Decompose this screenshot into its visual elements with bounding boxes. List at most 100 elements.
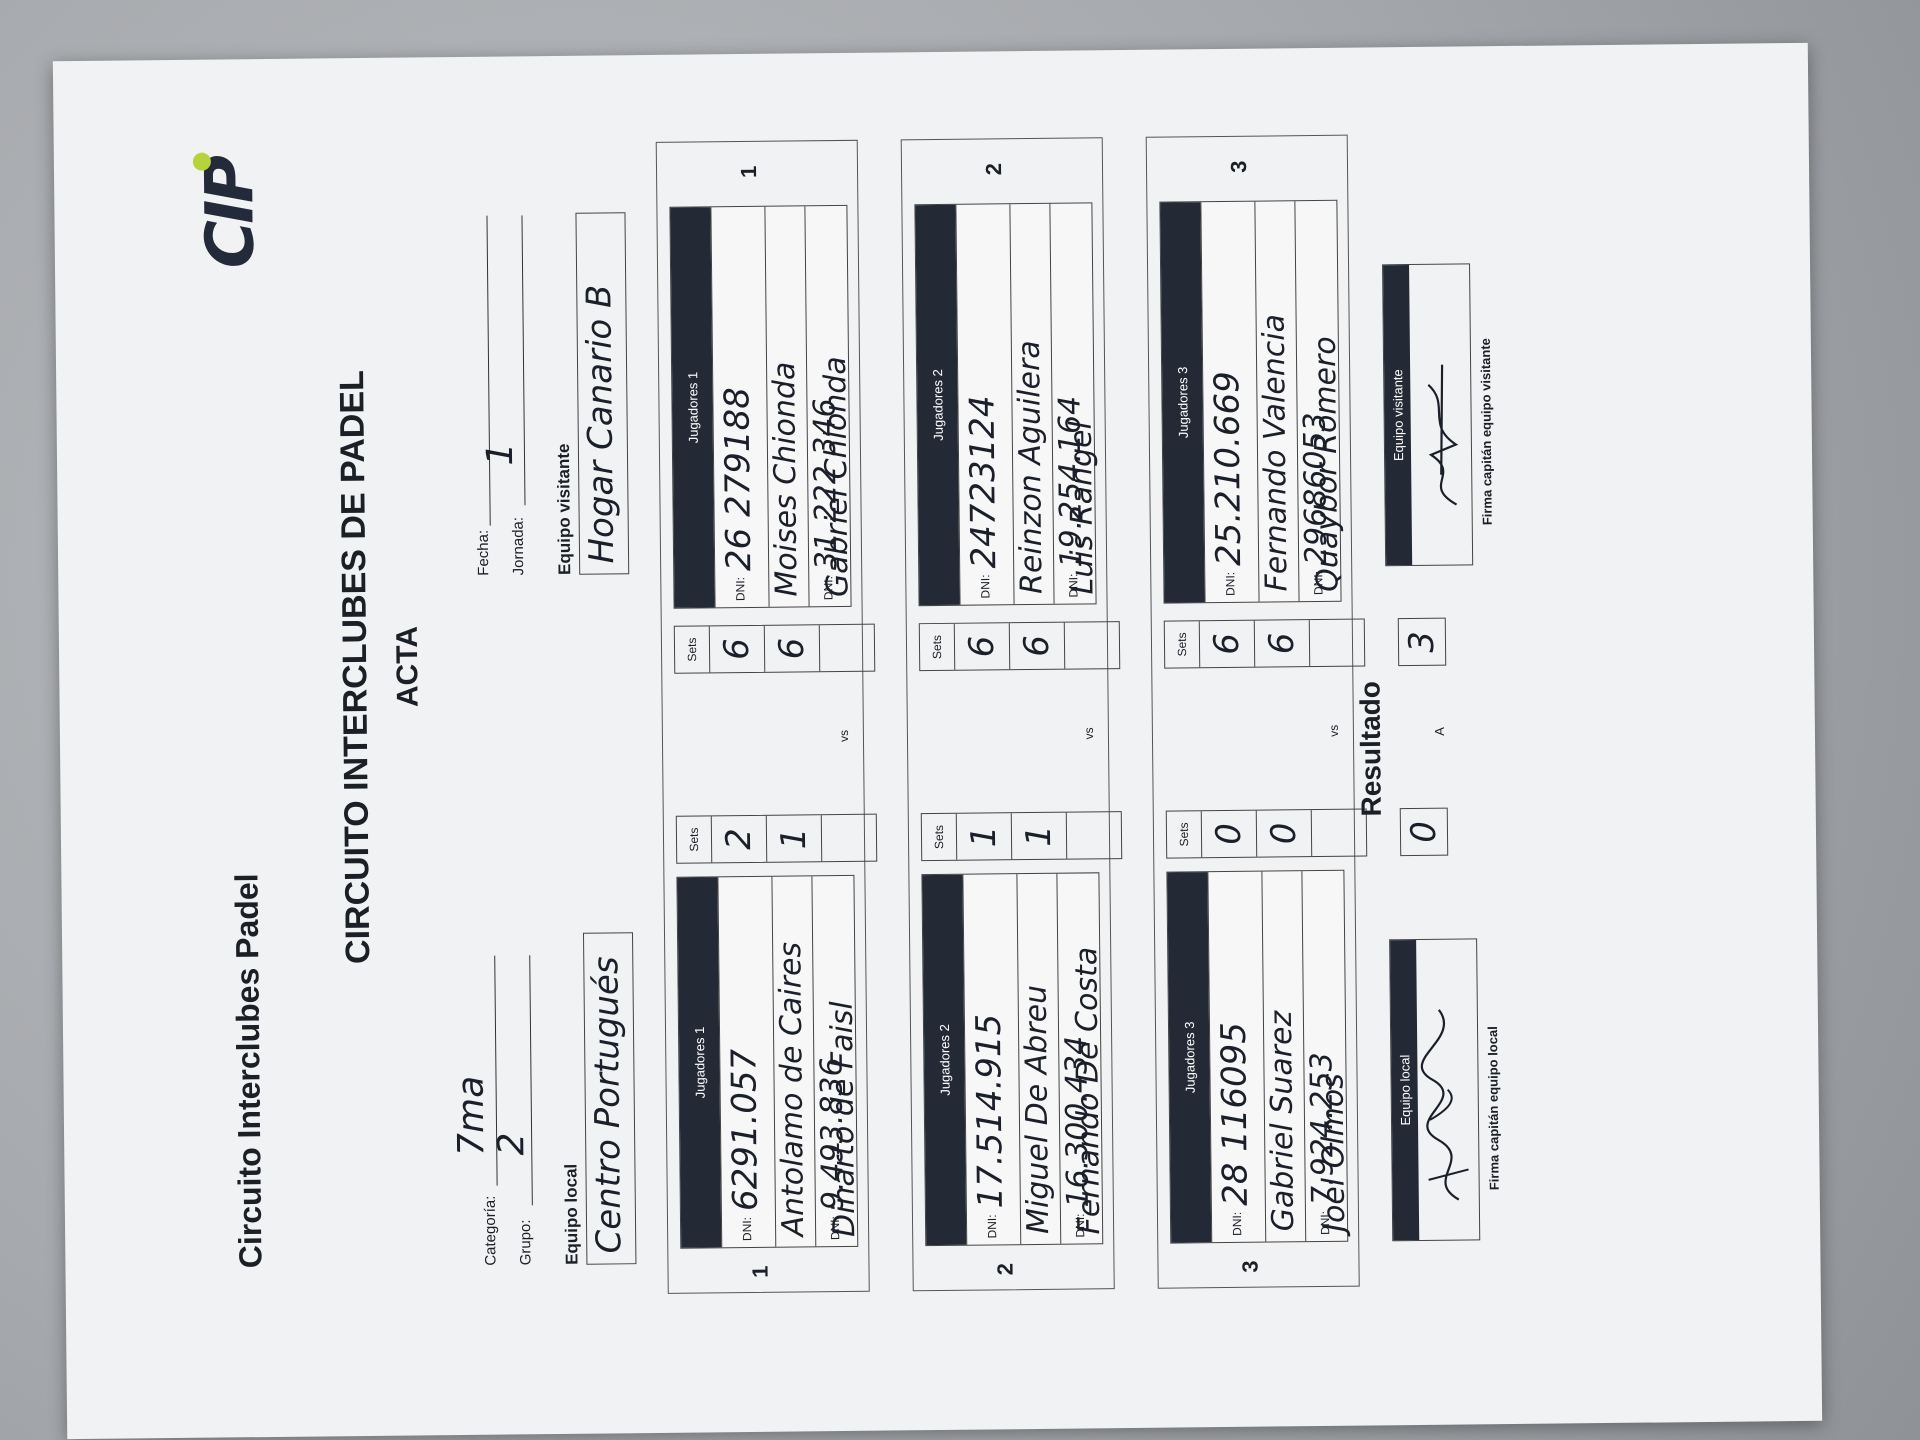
org-title: Circuito Interclubes Padel (228, 873, 269, 1269)
player-row: DNI: 6291.057 (717, 876, 777, 1248)
result-title: Resultado (1354, 680, 1387, 817)
player-name: Luis Rangel (1063, 420, 1101, 595)
player-dni: 26 279188 (717, 386, 760, 572)
cip-logo: CIP (191, 148, 282, 269)
set-score: 1 (1011, 812, 1068, 860)
visitante-signature-box: Equipo visitante (1382, 263, 1474, 567)
local-signature-scribble (1420, 1009, 1469, 1201)
grupo-label: Grupo: (516, 1219, 535, 1266)
grupo-value: 2 (491, 1132, 533, 1156)
categoria-value: 7ma (450, 1075, 493, 1157)
player-row: Antolamo de Caires (771, 876, 817, 1247)
visitante-team-value: Hogar Canario B (579, 284, 623, 564)
player-name: Gabriel Chionda (817, 356, 856, 598)
match-3-number-right: 3 (1225, 160, 1252, 173)
set-score: 2 (711, 815, 768, 863)
local-signature-box: Equipo local (1389, 938, 1481, 1242)
acta-form: Circuito Interclubes Padel CIP CIRCUITO … (80, 82, 1794, 1400)
set-score: 0 (1201, 810, 1258, 858)
set-score (820, 625, 874, 672)
sets-header: Sets (676, 816, 713, 863)
player-row: Reinzon Aguilera (1009, 203, 1055, 605)
players-header: Jugadores 2 (922, 874, 967, 1246)
player-row: Gabriel Suarez (1261, 871, 1307, 1242)
player-name: Fernando Valencia (1256, 313, 1295, 592)
set-score (1310, 620, 1364, 667)
player-dni: 24723124 (962, 395, 1005, 569)
visitante-signature-header: Equipo visitante (1383, 265, 1413, 566)
match-1-number-right: 1 (735, 165, 762, 179)
form-subtitle: ACTA (390, 625, 425, 708)
player-dni: 17.514.915 (968, 1013, 1011, 1209)
dni-label: DNI: (739, 1216, 755, 1242)
sets-header: Sets (921, 813, 958, 861)
padel-ball-icon (192, 152, 211, 171)
player-name: Quaybor Romero (1307, 336, 1346, 593)
set-score: 1 (766, 815, 823, 862)
match-2-local-sets: Sets 1 1 (920, 811, 1123, 862)
local-signature-header: Equipo local (1390, 939, 1420, 1241)
categoria-label: Categoría: (481, 1195, 500, 1266)
sets-header: Sets (1164, 621, 1201, 668)
match-3-visitante-sets: Sets 6 6 (1163, 618, 1366, 669)
local-total-score: 0 (1399, 807, 1449, 857)
grupo-line (529, 955, 533, 1206)
paper-sheet: Circuito Interclubes Padel CIP CIRCUITO … (52, 42, 1823, 1440)
match-2-number: 2 (992, 1262, 1018, 1276)
match-1-number: 1 (747, 1265, 773, 1279)
set-score (1065, 622, 1119, 669)
set-score: 6 (764, 625, 821, 672)
match-2-number-right: 2 (980, 163, 1007, 176)
local-team-label: Equipo local (561, 1163, 582, 1265)
player-name: Joel Olmos (1315, 1073, 1353, 1233)
dni-label: DNI: (978, 574, 993, 599)
fecha-line (486, 215, 491, 526)
fecha-label: Fecha: (474, 529, 493, 576)
player-name: Gabriel Suarez (1263, 1010, 1302, 1232)
set-score: 1 (956, 813, 1013, 860)
player-dni: 6291.057 (724, 1048, 766, 1212)
visitante-signature-caption: Firma capitán equipo visitante (1477, 338, 1495, 526)
match-1-local-sets: Sets 2 1 (675, 813, 878, 864)
dni-label: DNI: (733, 576, 748, 602)
player-dni: 28 116095 (1213, 1021, 1256, 1207)
local-team-value: Centro Portugués (586, 956, 630, 1254)
vs-label: vs (1326, 724, 1341, 737)
dni-label: DNI: (984, 1214, 1000, 1239)
match-1-visitante-sets: Sets 6 6 (673, 623, 876, 674)
set-score (1067, 812, 1121, 859)
players-header: Jugadores 3 (1167, 872, 1212, 1243)
vs-label: vs (836, 729, 852, 743)
player-name: Dinarto de Faisl (824, 1001, 863, 1238)
player-row: Miguel De Abreu (1016, 873, 1062, 1245)
match-3-local-sets: Sets 0 0 (1165, 808, 1368, 859)
player-name: Antolamo de Caires (773, 941, 812, 1237)
players-header: Jugadores 2 (915, 204, 960, 606)
player-row: Fernando Valencia (1254, 201, 1300, 602)
sets-header: Sets (919, 623, 956, 671)
player-row: DNI: 17.514.915 (962, 874, 1022, 1245)
match-3-number: 3 (1237, 1260, 1263, 1273)
set-score: 6 (1009, 622, 1066, 670)
local-team-box: Centro Portugués (582, 932, 637, 1265)
visitante-total-score: 3 (1397, 617, 1447, 667)
player-name: Reinzon Aguilera (1011, 340, 1050, 595)
match-2-visitante-sets: Sets 6 6 (918, 621, 1121, 672)
dni-label: DNI: (1223, 571, 1238, 596)
player-row: Moises Chionda (764, 206, 810, 607)
set-score: 6 (954, 623, 1011, 670)
player-name: Fernando De Costa (1069, 946, 1108, 1235)
local-signature-caption: Firma capitán equipo local (1485, 1026, 1502, 1191)
visitante-team-box: Hogar Canario B (575, 212, 630, 575)
jornada-label: Jornada: (509, 516, 528, 576)
player-row: DNI: 25.210.669 (1200, 201, 1260, 603)
player-name: Moises Chionda (767, 361, 805, 597)
result-a-label: A (1431, 726, 1447, 736)
visitante-team-label: Equipo visitante (553, 443, 575, 575)
player-row: DNI: 24723124 (955, 204, 1015, 605)
visitante-signature-scribble (1427, 364, 1459, 506)
sets-header: Sets (1166, 811, 1203, 858)
set-score: 0 (1256, 810, 1313, 857)
vs-label: vs (1081, 727, 1096, 740)
player-dni: 25.210.669 (1207, 371, 1250, 567)
